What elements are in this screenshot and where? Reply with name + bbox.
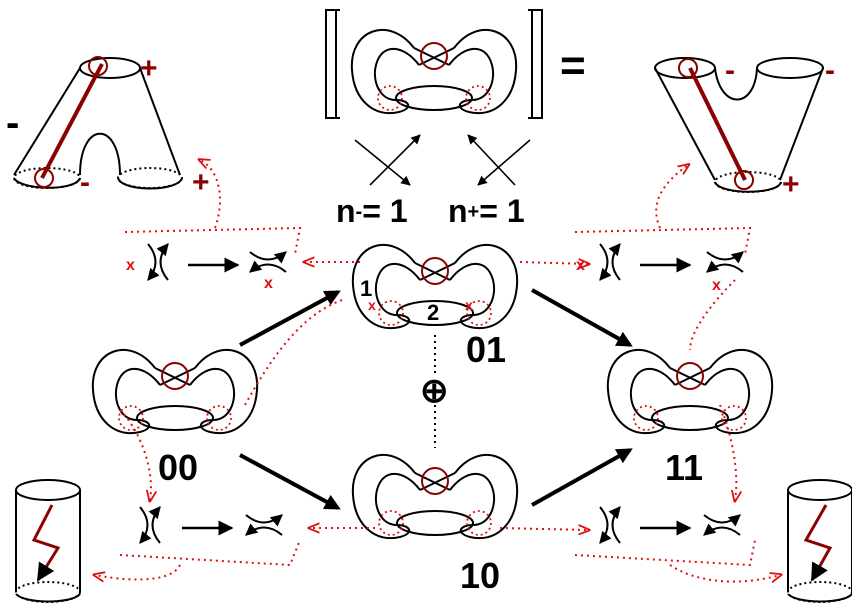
saddle-mark-3: x [576,257,585,274]
state-10-label: 10 [460,555,500,596]
cylinder-left [15,479,81,603]
saddle-mark-1: x [126,257,135,274]
state-11-knot [606,348,774,435]
cobordism-left-minus-bottom: - [80,166,90,199]
circle-label-2: 2 [427,300,439,325]
direct-sum-symbol: ⊕ [420,372,449,410]
saddle-bottom-right [600,507,740,543]
cobordism-right-minus-left: - [725,54,735,87]
cube-arrows [239,288,633,510]
cobordism-left [13,56,183,190]
state-11-label: 11 [665,447,703,488]
bracket-knot [350,28,518,115]
state-01-label: 01 [466,329,506,370]
equals-sign: = [560,41,586,90]
cobordism-right [654,57,824,193]
bracket-diagram [325,9,543,119]
saddle-mark-4: x [712,277,721,294]
saddle-top-left [148,244,286,280]
cobordism-right-minus-right: - [825,54,835,87]
n-plus-label: n+= 1 [448,193,525,229]
cobordism-left-plus-bottom: + [192,166,210,199]
dotted-connectors [95,160,780,582]
n-minus-label: n-= 1 [336,193,408,229]
state-10-knot [351,453,519,540]
state-00-label: 00 [158,447,198,488]
saddle-top-right [600,244,743,280]
resolution-arrows [354,134,531,186]
circle-label-1: 1 [360,276,372,301]
cobordism-left-plus-top: + [140,52,158,85]
saddle-bottom-left [140,507,282,543]
saddle-mark-6: x [465,297,473,313]
saddle-mark-5: x [368,297,376,313]
state-00-knot [91,348,259,435]
saddle-mark-2: x [264,275,273,292]
cylinder-right [787,479,852,603]
cobordism-left-minus: - [6,101,19,145]
cobordism-right-plus-bottom: + [782,168,800,201]
